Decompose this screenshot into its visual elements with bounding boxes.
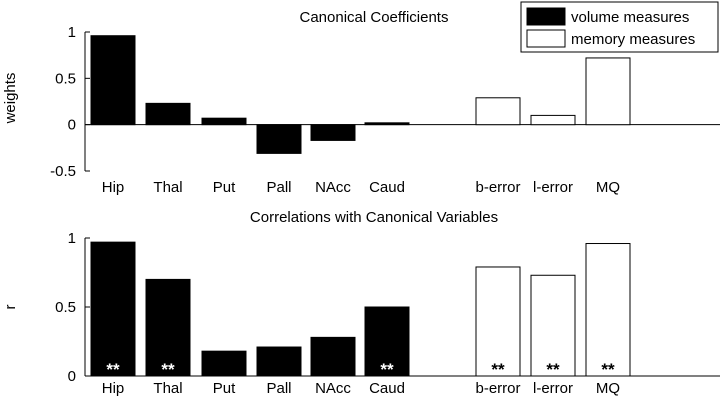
- bottom-bar-l-error: [530, 274, 576, 377]
- top-category-label-mq: MQ: [596, 179, 620, 196]
- top-y-tick-label: 0: [68, 117, 76, 134]
- legend-swatch-memory: [526, 29, 566, 48]
- bottom-significance-mq: **: [601, 360, 615, 379]
- legend-swatch-volume: [526, 7, 566, 26]
- bottom-bars: [90, 241, 631, 377]
- top-category-label-thal: Thal: [153, 179, 182, 196]
- bottom-bar-hip: [90, 241, 136, 377]
- top-category-label-b-error: b-error: [475, 179, 520, 196]
- bottom-bar-thal: [145, 278, 191, 377]
- canonical-coefficients-panel: Canonical Coefficients weights -0.5 0 0.5 1…: [2, 1, 720, 196]
- correlations-panel: Correlations with Canonical Variables r …: [2, 209, 720, 397]
- top-bar-b-error: [475, 97, 521, 126]
- bottom-bar-nacc: [310, 336, 356, 377]
- legend-label-memory: memory measures: [571, 31, 695, 48]
- bottom-category-labels: Hip Thal Put Pall NAcc Caud b-error l-error MQ: [102, 380, 620, 397]
- top-y-tick-label: 0.5: [55, 70, 76, 87]
- top-category-label-put: Put: [213, 179, 236, 196]
- bottom-category-label-b-error: b-error: [475, 380, 520, 397]
- bottom-category-label-put: Put: [213, 380, 236, 397]
- legend-label-volume: volume measures: [571, 9, 689, 26]
- bottom-category-label-pall: Pall: [266, 380, 291, 397]
- bottom-category-label-hip: Hip: [102, 380, 125, 397]
- top-category-label-caud: Caud: [369, 179, 405, 196]
- bottom-category-label-mq: MQ: [596, 380, 620, 397]
- bottom-significance-thal: **: [161, 360, 175, 379]
- bottom-significance-hip: **: [106, 360, 120, 379]
- top-bar-put: [201, 117, 247, 126]
- bottom-bar-put: [201, 350, 247, 377]
- top-bar-nacc: [310, 124, 356, 141]
- top-bar-caud: [364, 122, 410, 126]
- bottom-y-tick-label: 1: [68, 230, 76, 247]
- bottom-y-tick-label: 0: [68, 368, 76, 385]
- top-category-labels: Hip Thal Put Pall NAcc Caud b-error l-error MQ: [102, 179, 620, 196]
- top-category-label-nacc: NAcc: [315, 179, 351, 196]
- top-category-label-pall: Pall: [266, 179, 291, 196]
- bottom-y-axis-label: r: [2, 305, 19, 310]
- bottom-chart-title: Correlations with Canonical Variables: [250, 209, 498, 226]
- bottom-category-label-l-error: l-error: [533, 380, 573, 397]
- top-bar-l-error: [530, 114, 576, 126]
- bottom-category-label-thal: Thal: [153, 380, 182, 397]
- top-category-label-hip: Hip: [102, 179, 125, 196]
- bottom-bar-b-error: [475, 266, 521, 377]
- top-bars: [90, 35, 631, 154]
- bottom-category-label-caud: Caud: [369, 380, 405, 397]
- bottom-bar-caud: [364, 306, 410, 377]
- bottom-significance-marks: ** ** ** ** ** **: [106, 360, 615, 379]
- top-bar-pall: [256, 124, 302, 154]
- top-y-tick-label: 1: [68, 24, 76, 41]
- bottom-significance-b-error: **: [491, 360, 505, 379]
- bottom-significance-caud: **: [380, 360, 394, 379]
- top-chart-title: Canonical Coefficients: [300, 9, 449, 26]
- bottom-bar-pall: [256, 346, 302, 377]
- top-y-axis-label: weights: [2, 73, 19, 125]
- top-bar-thal: [145, 102, 191, 126]
- top-bar-hip: [90, 35, 136, 126]
- top-bar-mq: [585, 57, 631, 126]
- legend: volume measures memory measures: [520, 1, 719, 53]
- bottom-y-tick-label: 0.5: [55, 299, 76, 316]
- bottom-category-label-nacc: NAcc: [315, 380, 351, 397]
- bottom-bar-mq: [585, 243, 631, 377]
- top-category-label-l-error: l-error: [533, 179, 573, 196]
- bottom-significance-l-error: **: [546, 360, 560, 379]
- top-y-tick-label: -0.5: [50, 163, 76, 180]
